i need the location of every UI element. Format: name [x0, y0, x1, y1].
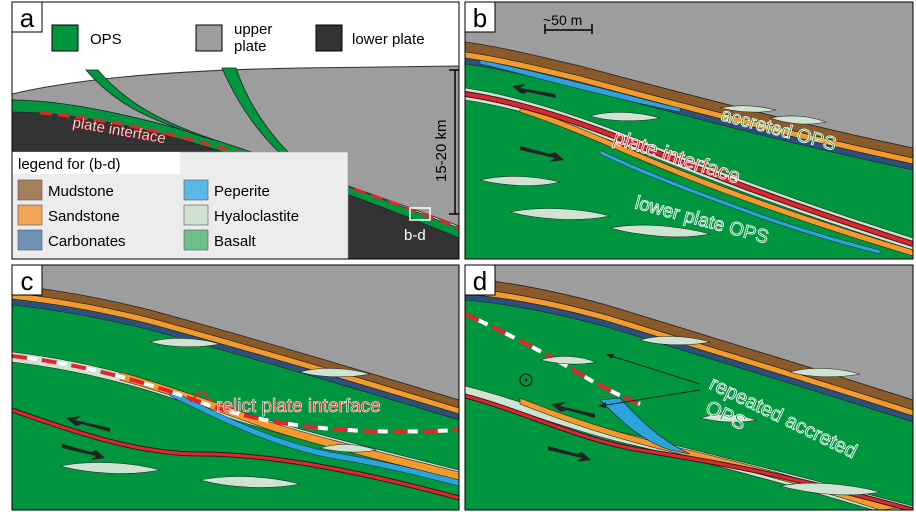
legend-swatch-basalt [183, 229, 209, 251]
legend-swatch-sandstone [17, 204, 43, 226]
legend-swatch-carbonates [17, 229, 43, 251]
upper-plate-b [465, 2, 913, 148]
panel-c-label: c [21, 266, 34, 296]
key-ops-label: OPS [90, 31, 122, 48]
lens [719, 105, 777, 113]
lens [588, 112, 661, 122]
lens [509, 208, 611, 220]
legend-swatch-hyaloclastite [183, 204, 209, 226]
legend-swatch-mudstone [17, 179, 43, 201]
panel-d: d repeated accreted OPS [465, 265, 913, 510]
panel-b-label: b [473, 3, 487, 33]
panel-c: c relict plate interface [12, 265, 459, 510]
shear-arrow-left [512, 84, 556, 98]
legend-b-d: legend for (b-d) MudstoneSandstoneCarbon… [12, 151, 349, 259]
legend-label-peperite: Peperite [214, 183, 270, 200]
key-upper-swatch [195, 24, 223, 52]
lower-strata-sand [519, 105, 913, 257]
panel-d-label: d [473, 266, 487, 296]
scale-label: ~50 m [543, 12, 582, 28]
panel-b: b ~50 m accreted OPS plate interface low… [465, 2, 913, 259]
lens [609, 224, 711, 238]
key-upper-label-1: upper [234, 21, 272, 38]
key-lower-label: lower plate [352, 31, 425, 48]
legend-label-basalt: Basalt [214, 233, 257, 250]
upper-strata-pep [479, 59, 681, 113]
shear-arrow-right [520, 146, 564, 162]
legend-label-carbonates: Carbonates [48, 233, 126, 250]
relict-plate-interface-label: relict plate interface [216, 396, 381, 417]
lens [768, 115, 828, 125]
pointer-arrow [607, 354, 701, 385]
relict-interface-d [465, 312, 641, 406]
rotation-icon [519, 373, 533, 387]
bd-location-label: b-d [404, 227, 426, 244]
pointer-arrow [599, 389, 701, 407]
legend-swatch-peperite [183, 179, 209, 201]
legend-label-mudstone: Mudstone [48, 183, 114, 200]
panel-a-label: a [20, 3, 35, 33]
lower-strata-pep [599, 149, 881, 255]
lens [479, 176, 561, 186]
panel-a: a OPS upper plate lower plate plate inte… [12, 2, 459, 259]
legend-label-hyaloclastite: Hyaloclastite [214, 208, 299, 225]
bd-location-box [409, 207, 431, 221]
legend-title: legend for (b-d) [18, 156, 121, 173]
key-upper-label-2: plate [234, 38, 267, 55]
key-lower-swatch [315, 24, 343, 52]
legend-label-sandstone: Sandstone [48, 208, 120, 225]
ops-thrust-1 [85, 69, 215, 141]
depth-label: 15-20 km [433, 119, 450, 182]
key-ops-swatch [51, 24, 79, 52]
plate-interface-line [39, 111, 459, 230]
